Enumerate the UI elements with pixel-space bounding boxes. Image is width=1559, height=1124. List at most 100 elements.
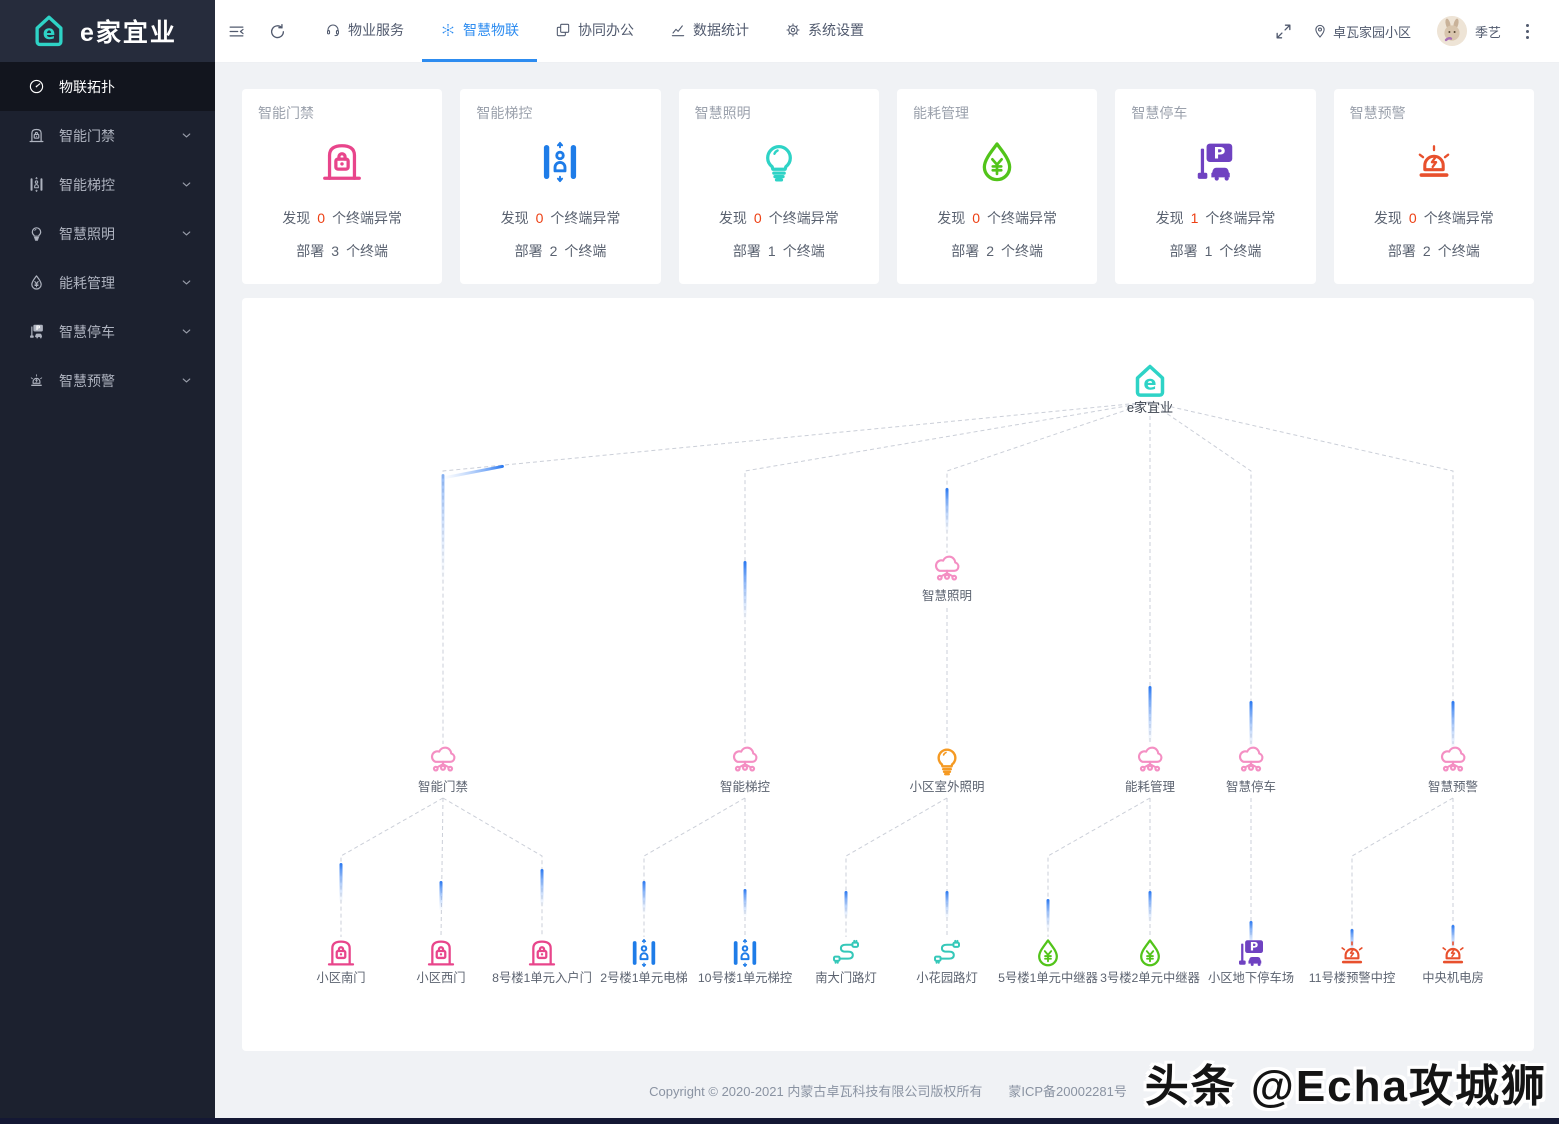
stats-icon — [670, 22, 686, 38]
topo-node-bldg5-repeater[interactable]: 5号楼1单元中继器 — [998, 939, 1098, 985]
topo-node-label: 小区南门 — [316, 970, 365, 985]
tab-office[interactable]: 协同办公 — [537, 0, 652, 62]
alarm-icon — [28, 372, 45, 389]
sidebar-item-access[interactable]: 智能门禁 — [0, 111, 215, 160]
found-count: 0 — [972, 210, 981, 226]
bulb-icon — [756, 139, 802, 185]
topo-node-garden-lamp[interactable]: 小花园路灯 — [916, 939, 978, 985]
card-title: 智慧停车 — [1131, 105, 1188, 121]
topo-node-lighting[interactable]: 智慧照明 — [922, 555, 972, 603]
topo-node-label: 能耗管理 — [1125, 779, 1176, 794]
refresh-button[interactable] — [257, 0, 297, 62]
topo-node-south-gate[interactable]: 小区南门 — [316, 940, 366, 985]
found-count: 0 — [535, 210, 544, 226]
user-menu[interactable]: 季艺 — [1436, 16, 1501, 46]
topo-node-label: e家宜业 — [1127, 400, 1173, 415]
drop-icon — [1038, 939, 1058, 967]
community-selector[interactable]: 卓瓦家园小区 — [1312, 22, 1411, 41]
topo-node-label: 智慧照明 — [922, 588, 972, 603]
topo-node-south-gate-lamp[interactable]: 南大门路灯 — [815, 939, 877, 985]
more-menu-button[interactable] — [1509, 22, 1545, 40]
tab-property[interactable]: 物业服务 — [307, 0, 422, 62]
cloud-icon — [1238, 746, 1264, 772]
deployed-count: 2 — [1422, 243, 1431, 259]
topo-node-label: 5号楼1单元中继器 — [998, 970, 1098, 985]
topo-node-root[interactable]: e家宜业 — [1127, 364, 1173, 416]
tab-iot[interactable]: 智慧物联 — [422, 0, 537, 62]
topo-node-bldg11-alert-hub[interactable]: 11号楼预警中控 — [1309, 940, 1396, 985]
tab-stats[interactable]: 数据统计 — [652, 0, 767, 62]
topo-node-label: 智慧预警 — [1428, 779, 1478, 794]
nav-tabs: 物业服务 智慧物联 协同办公数据统计 系统设置 — [307, 0, 882, 62]
topo-node-energy[interactable]: 能耗管理 — [1125, 746, 1176, 794]
sidebar-item-energy[interactable]: 能耗管理 — [0, 258, 215, 307]
fullscreen-button[interactable] — [1262, 22, 1306, 41]
chevron-down-icon — [180, 276, 193, 289]
elev-icon — [632, 937, 656, 969]
topo-node-outdoor-lighting[interactable]: 小区室外照明 — [909, 748, 985, 794]
sidebar-item-label: 智慧预警 — [59, 372, 115, 389]
collapse-sidebar-button[interactable] — [215, 0, 257, 62]
topo-node-bldg3-repeater[interactable]: 3号楼2单元中继器 — [1100, 939, 1200, 985]
topo-node-bldg2-elevator[interactable]: 2号楼1单元电梯 — [600, 937, 688, 985]
cloud-icon — [1137, 746, 1163, 772]
location-pin-icon — [1312, 23, 1328, 39]
topo-node-parking[interactable]: 智慧停车 — [1226, 746, 1276, 794]
chevron-down-icon — [180, 325, 193, 338]
topology-canvas[interactable]: e家宜业智能门禁 智能梯控 智慧照明小区室外照明能耗管理 智慧停车智慧预警小区南门 小区… — [242, 298, 1534, 1051]
tab-label: 智慧物联 — [463, 21, 519, 38]
tab-label: 系统设置 — [808, 21, 864, 38]
deployed-count: 1 — [1204, 243, 1213, 259]
topo-node-bldg10-elevator[interactable]: 10号楼1单元梯控 — [698, 937, 792, 985]
alarm-icon — [1441, 940, 1465, 964]
drop-icon — [28, 274, 45, 291]
topo-node-label: 8号楼1单元入户门 — [492, 970, 592, 985]
topo-node-elevator[interactable]: 智能梯控 — [720, 746, 771, 794]
community-name: 卓瓦家园小区 — [1332, 24, 1411, 40]
sidebar-item-lighting[interactable]: 智慧照明 — [0, 209, 215, 258]
topo-node-bldg8-entry-door[interactable]: 8号楼1单元入户门 — [492, 940, 592, 985]
door-icon — [28, 127, 45, 144]
topology-panel: e家宜业智能门禁 智能梯控 智慧照明小区室外照明能耗管理 智慧停车智慧预警小区南门 小区… — [242, 298, 1534, 1051]
sidebar-item-elevator[interactable]: 智能梯控 — [0, 160, 215, 209]
sidebar-item-label: 物联拓扑 — [59, 78, 115, 95]
sidebar-item-parking[interactable]: 智慧停车 — [0, 307, 215, 356]
watermark: 头条 @Echa攻城狮 — [1144, 1062, 1547, 1111]
gear-icon — [785, 22, 801, 38]
icp-number: 蒙ICP备20002281号 — [1008, 1084, 1127, 1099]
sidebar-item-alert[interactable]: 智慧预警 — [0, 356, 215, 405]
iot-icon — [440, 22, 456, 38]
cloud-icon — [1440, 746, 1466, 772]
main-area: 物业服务 智慧物联 协同办公数据统计 系统设置 卓瓦家园小区 — [215, 0, 1559, 1118]
chevron-down-icon — [180, 178, 193, 191]
topbar-right: 卓瓦家园小区 季艺 — [1262, 0, 1559, 62]
elev-icon — [537, 139, 583, 185]
topo-node-alert[interactable]: 智慧预警 — [1428, 746, 1478, 794]
tab-settings[interactable]: 系统设置 — [767, 0, 882, 62]
brand-logo[interactable]: e家宜业 — [0, 0, 215, 62]
topo-node-west-gate[interactable]: 小区西门 — [416, 940, 466, 985]
sidebar-item-label: 智慧停车 — [59, 323, 115, 340]
topo-node-underground-parking[interactable]: 小区地下停车场 — [1208, 939, 1294, 985]
card-title: 能耗管理 — [912, 105, 969, 121]
topo-node-central-plant-room[interactable]: 中央机电房 — [1422, 940, 1484, 985]
topo-node-label: 小区西门 — [416, 970, 465, 985]
topo-node-access[interactable]: 智能门禁 — [418, 746, 468, 794]
topo-node-label: 中央机电房 — [1422, 970, 1484, 985]
sidebar-item-topology[interactable]: 物联拓扑 — [0, 62, 215, 111]
